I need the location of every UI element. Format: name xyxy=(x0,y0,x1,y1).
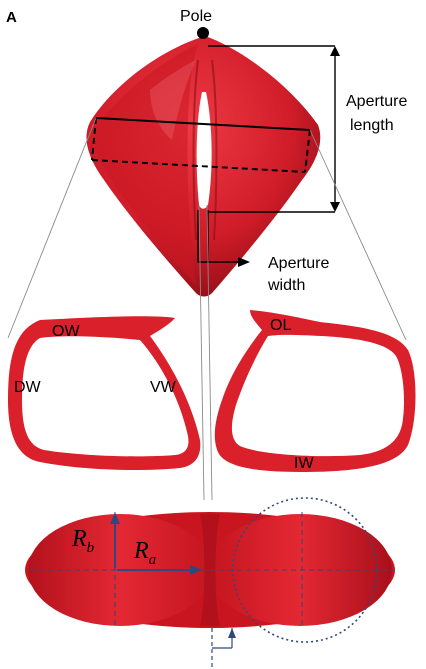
ol-label: OL xyxy=(270,317,291,334)
cross-section xyxy=(8,310,416,472)
iw-label: IW xyxy=(294,455,314,472)
aperture-length-label-2: length xyxy=(350,117,394,134)
vw-label: VW xyxy=(150,379,177,396)
offset-guide xyxy=(211,628,236,669)
panel-label: A xyxy=(6,9,17,26)
pole-label: Pole xyxy=(180,8,212,25)
rb-label: Rb xyxy=(71,526,95,556)
radius-arrows xyxy=(110,512,202,575)
ow-label: OW xyxy=(52,323,80,340)
aperture-length-indicator xyxy=(208,45,340,213)
projection-lines xyxy=(7,117,407,501)
dw-label: DW xyxy=(14,379,42,396)
aperture-width-label-2: width xyxy=(267,277,305,294)
fitted-circle xyxy=(232,497,378,643)
aperture-width-label-1: Aperture xyxy=(268,255,329,272)
aperture-width-indicator xyxy=(197,210,250,267)
ra-label: Ra xyxy=(133,538,156,568)
aperture-length-label-1: Aperture xyxy=(346,93,407,110)
section-outline xyxy=(91,117,311,173)
aperture xyxy=(196,92,212,209)
pole-marker xyxy=(197,27,209,39)
